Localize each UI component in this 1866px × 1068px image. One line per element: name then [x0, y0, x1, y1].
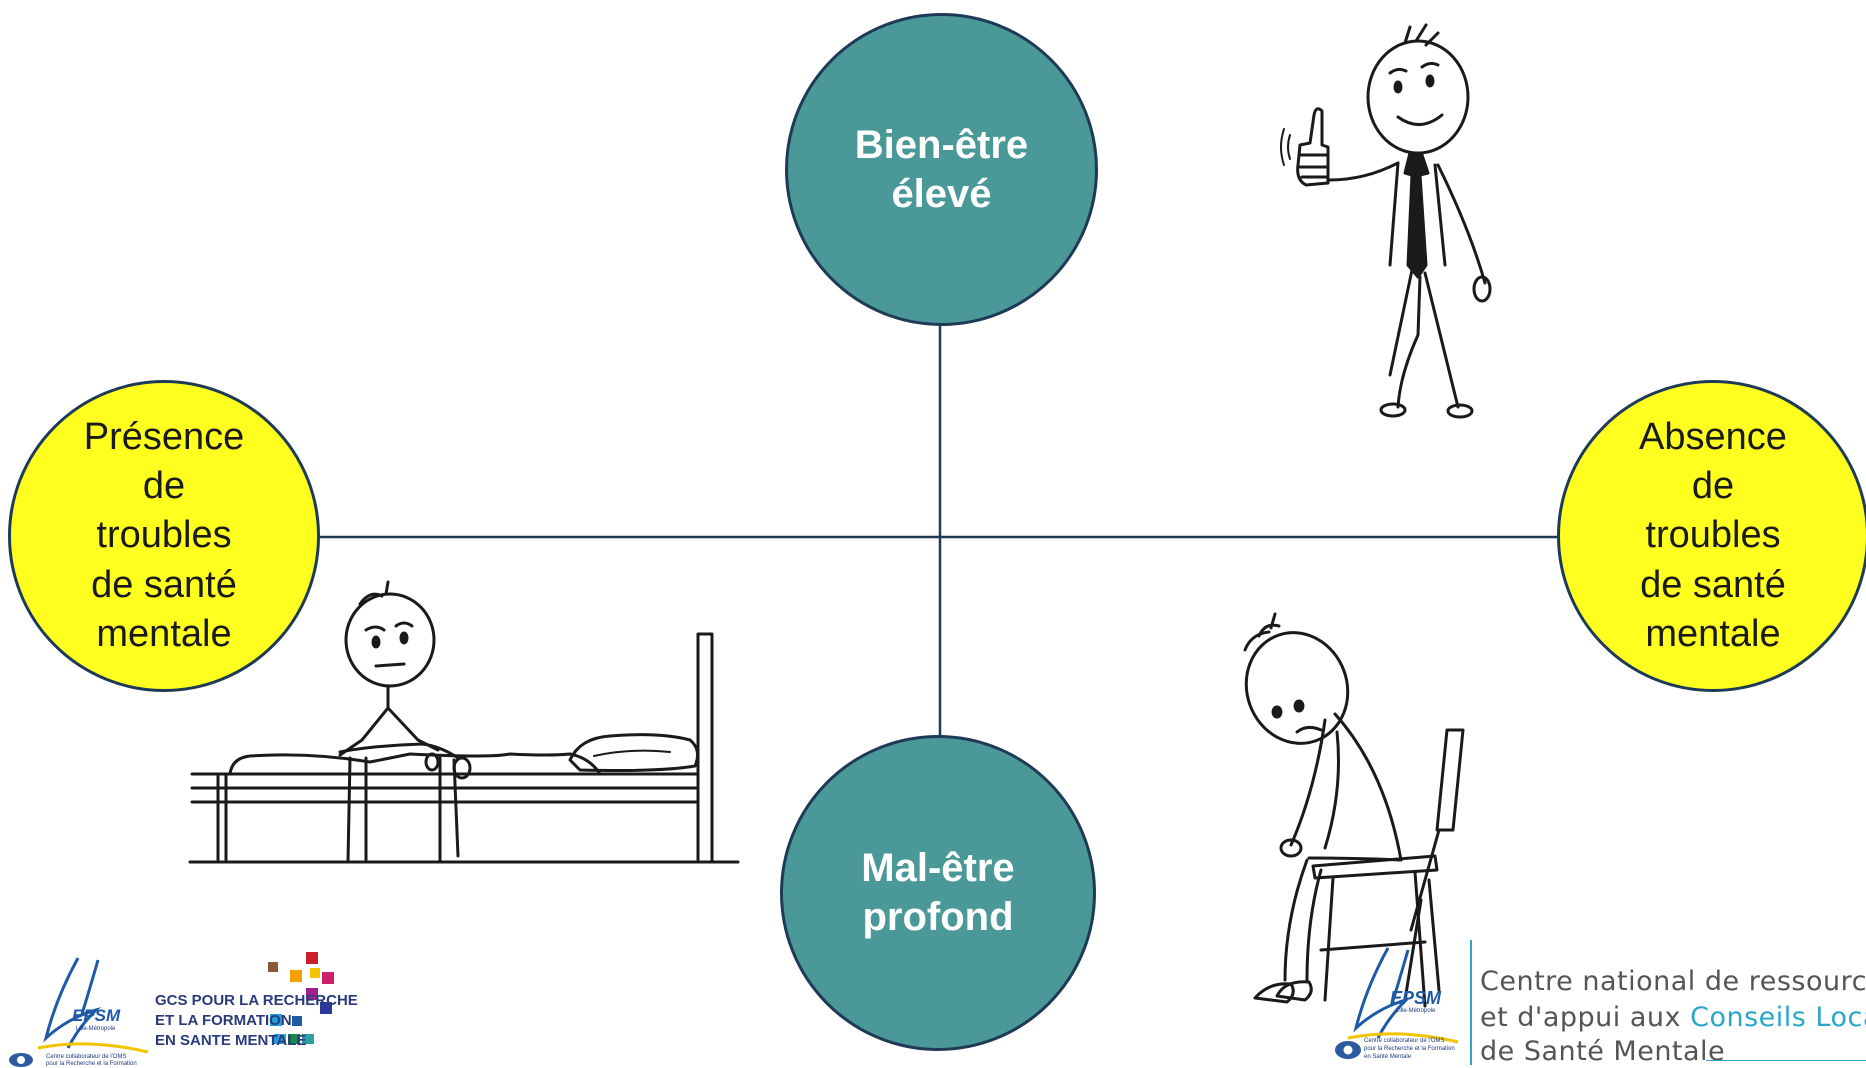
gcs-squares-icon: [268, 952, 334, 1044]
epsm-right-name: EPSM: [1390, 988, 1442, 1008]
who-emblem-right-icon: [1335, 1041, 1361, 1059]
who-caption-right-3: en Santé Mentale: [1364, 1054, 1412, 1060]
node-deep-illbeing-label: Mal-être profond: [861, 846, 1015, 939]
node-presence-disorders-label: Présence de troubles de santé mentale: [83, 415, 245, 656]
cnr-line-2-accent: Conseils Locaux: [1690, 1002, 1866, 1033]
cnr-underline: [1706, 1060, 1866, 1061]
gcs-line-3: EN SANTE MENTALE: [155, 1032, 307, 1049]
cnr-line-2-prefix: et d'appui aux: [1480, 1002, 1691, 1033]
node-absence-disorders: Absence de troubles de santé mentale: [1557, 380, 1866, 692]
thumbs-up-figure-icon: [1280, 23, 1492, 419]
who-emblem-left-icon: [9, 1053, 33, 1067]
who-caption-left-2: pour la Recherche et la Formation: [46, 1061, 137, 1067]
cnr-line-1: Centre national de ressources: [1480, 966, 1866, 997]
cnr-line-3: de Santé Mentale: [1480, 1036, 1726, 1067]
epsm-left-sub: Lille-Métropole: [76, 1026, 116, 1032]
epsm-left-name: EPSM: [72, 1006, 121, 1025]
epsm-swoosh-left-icon: [37, 957, 149, 1054]
depressed-figure-on-chair-icon: [1243, 612, 1465, 1008]
gcs-line-2: ET LA FORMATION: [155, 1012, 292, 1029]
epsm-right-sub: Lille-Métropole: [1396, 1008, 1436, 1014]
who-caption-left-1: Centre collaborateur de l'OMS: [46, 1054, 127, 1060]
logo-divider: [1470, 940, 1472, 1065]
node-high-wellbeing-label: Bien-être élevé: [854, 122, 1029, 216]
node-presence-disorders: Présence de troubles de santé mentale: [8, 380, 320, 692]
gcs-line-1: GCS POUR LA RECHERCHE: [155, 992, 358, 1009]
who-caption-right-1: Centre collaborateur de l'OMS: [1364, 1038, 1445, 1044]
node-high-wellbeing: Bien-être élevé: [785, 13, 1098, 326]
node-deep-illbeing: Mal-être profond: [780, 735, 1096, 1051]
epsm-swoosh-right-icon: [1347, 947, 1459, 1044]
cnr-line-2: et d'appui aux Conseils Locaux: [1480, 1002, 1866, 1033]
node-absence-disorders-label: Absence de troubles de santé mentale: [1639, 415, 1787, 656]
sad-figure-on-bed-icon: [188, 580, 740, 864]
who-caption-right-2: pour la Recherche et la Formation: [1364, 1046, 1455, 1052]
